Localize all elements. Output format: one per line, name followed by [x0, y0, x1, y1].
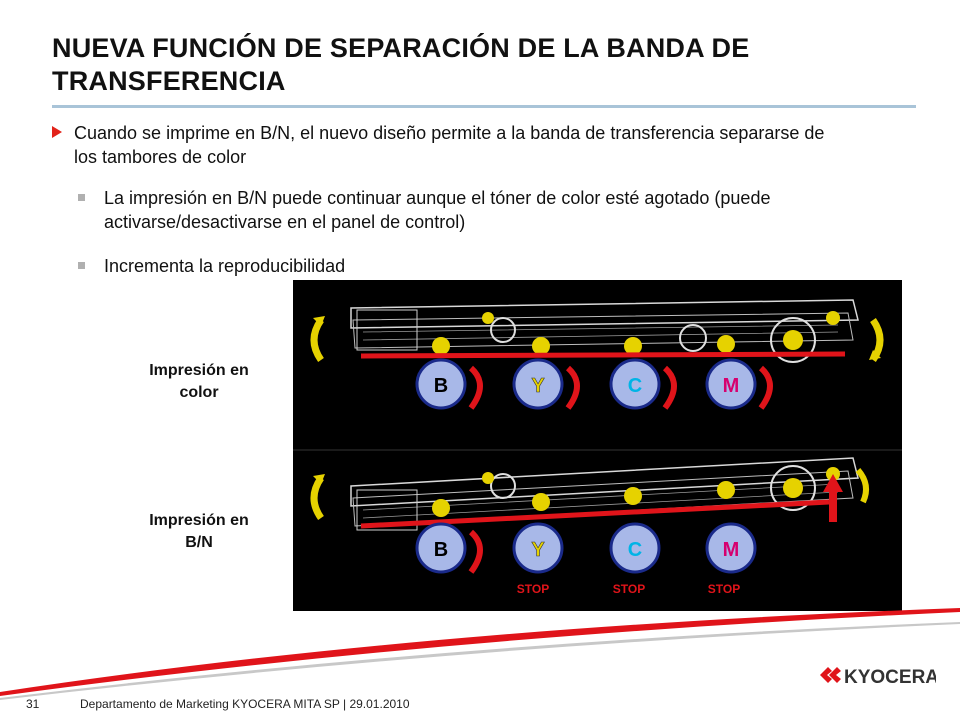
footer-text: Departamento de Marketing KYOCERA MITA S…	[80, 697, 410, 711]
lift-arrow-icon	[823, 474, 843, 522]
title-rule	[52, 105, 916, 108]
stop-label-c: STOP	[613, 582, 645, 596]
drum-b-bottom: B	[415, 522, 483, 574]
color-mode-mechanism	[310, 299, 884, 363]
sub-bullet-1: La impresión en B/N puede continuar aunq…	[104, 188, 771, 232]
kyocera-logo: KYOCERA	[820, 667, 936, 688]
slide-title: NUEVA FUNCIÓN DE SEPARACIÓN DE LA BANDA …	[52, 33, 750, 96]
bullet-marker-icon	[52, 126, 62, 138]
drum-y-bottom: Y	[512, 522, 564, 574]
drum-y-top: Y	[512, 358, 580, 410]
drum-c-top: C	[609, 358, 677, 410]
main-bullet: Cuando se imprime en B/N, el nuevo diseñ…	[74, 123, 825, 167]
svg-text:KYOCERA: KYOCERA	[844, 667, 936, 688]
sub-bullet-marker-icon	[78, 262, 85, 269]
transfer-belt-diagram: B Y C M	[293, 280, 902, 611]
svg-text:Y: Y	[531, 539, 545, 561]
svg-text:C: C	[628, 539, 642, 561]
bn-print-label: Impresión en B/N	[149, 512, 249, 551]
transfer-belt-color	[360, 351, 846, 359]
drum-m-bottom: M	[705, 522, 757, 574]
sub-bullet-2: Incrementa la reproducibilidad	[104, 256, 346, 276]
sub-bullet-marker-icon	[78, 194, 85, 201]
svg-text:Y: Y	[531, 375, 545, 397]
drum-b-top: B	[415, 358, 483, 410]
svg-text:B: B	[434, 375, 448, 397]
svg-text:C: C	[628, 375, 642, 397]
bn-mode-mechanism	[310, 457, 870, 531]
stop-label-m: STOP	[708, 582, 740, 596]
transfer-belt-bn	[360, 499, 830, 529]
page-number: 31	[26, 697, 40, 711]
svg-text:M: M	[723, 375, 740, 397]
drum-m-top: M	[705, 358, 773, 410]
svg-text:M: M	[723, 539, 740, 561]
color-print-label: Impresión en color	[149, 362, 249, 401]
stop-label-y: STOP	[517, 582, 549, 596]
drum-c-bottom: C	[609, 522, 661, 574]
svg-text:B: B	[434, 539, 448, 561]
